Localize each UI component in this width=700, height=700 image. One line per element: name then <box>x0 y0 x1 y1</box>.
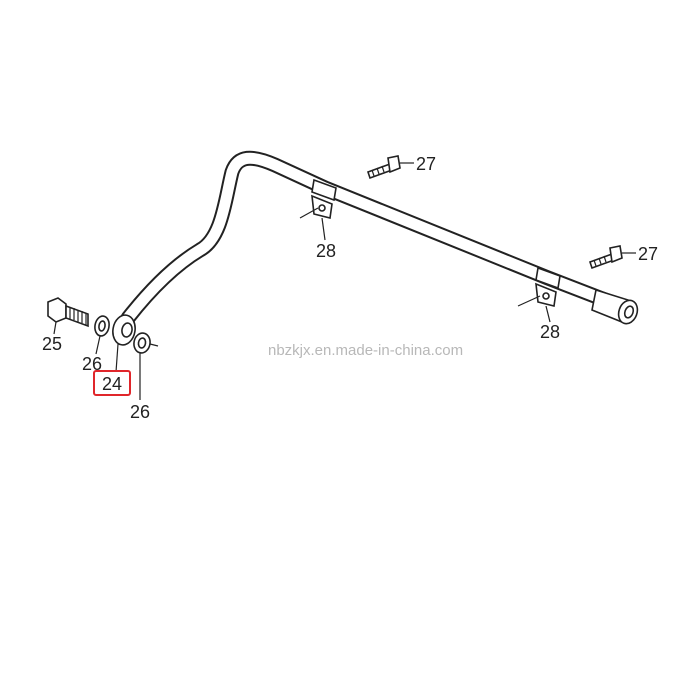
callout-28-right: 28 <box>540 322 560 342</box>
watermark: nbzkjx.en.made-in-china.com <box>268 342 463 359</box>
callout-26-lower: 26 <box>130 402 150 422</box>
bolt-27-lower <box>588 245 623 270</box>
leader-lines <box>53 162 636 400</box>
pipe-end-fitting <box>591 288 639 325</box>
clamp-28-left <box>311 178 337 219</box>
washer-26-upper <box>94 315 110 337</box>
banjo-eye <box>112 314 136 346</box>
clamp-28-right <box>535 266 561 307</box>
callout-26-upper: 26 <box>82 354 102 374</box>
callout-24-highlight-box <box>93 370 131 396</box>
washer-26-lower <box>133 332 151 354</box>
callout-25: 25 <box>42 334 62 354</box>
banjo-bolt-25 <box>47 297 89 328</box>
callout-24: 24 <box>102 374 122 394</box>
callout-27-upper: 27 <box>416 154 436 174</box>
pipe-24 <box>120 150 639 326</box>
bolt-27-upper <box>366 155 401 180</box>
callout-27-lower: 27 <box>638 244 658 264</box>
callout-28-left: 28 <box>316 241 336 261</box>
